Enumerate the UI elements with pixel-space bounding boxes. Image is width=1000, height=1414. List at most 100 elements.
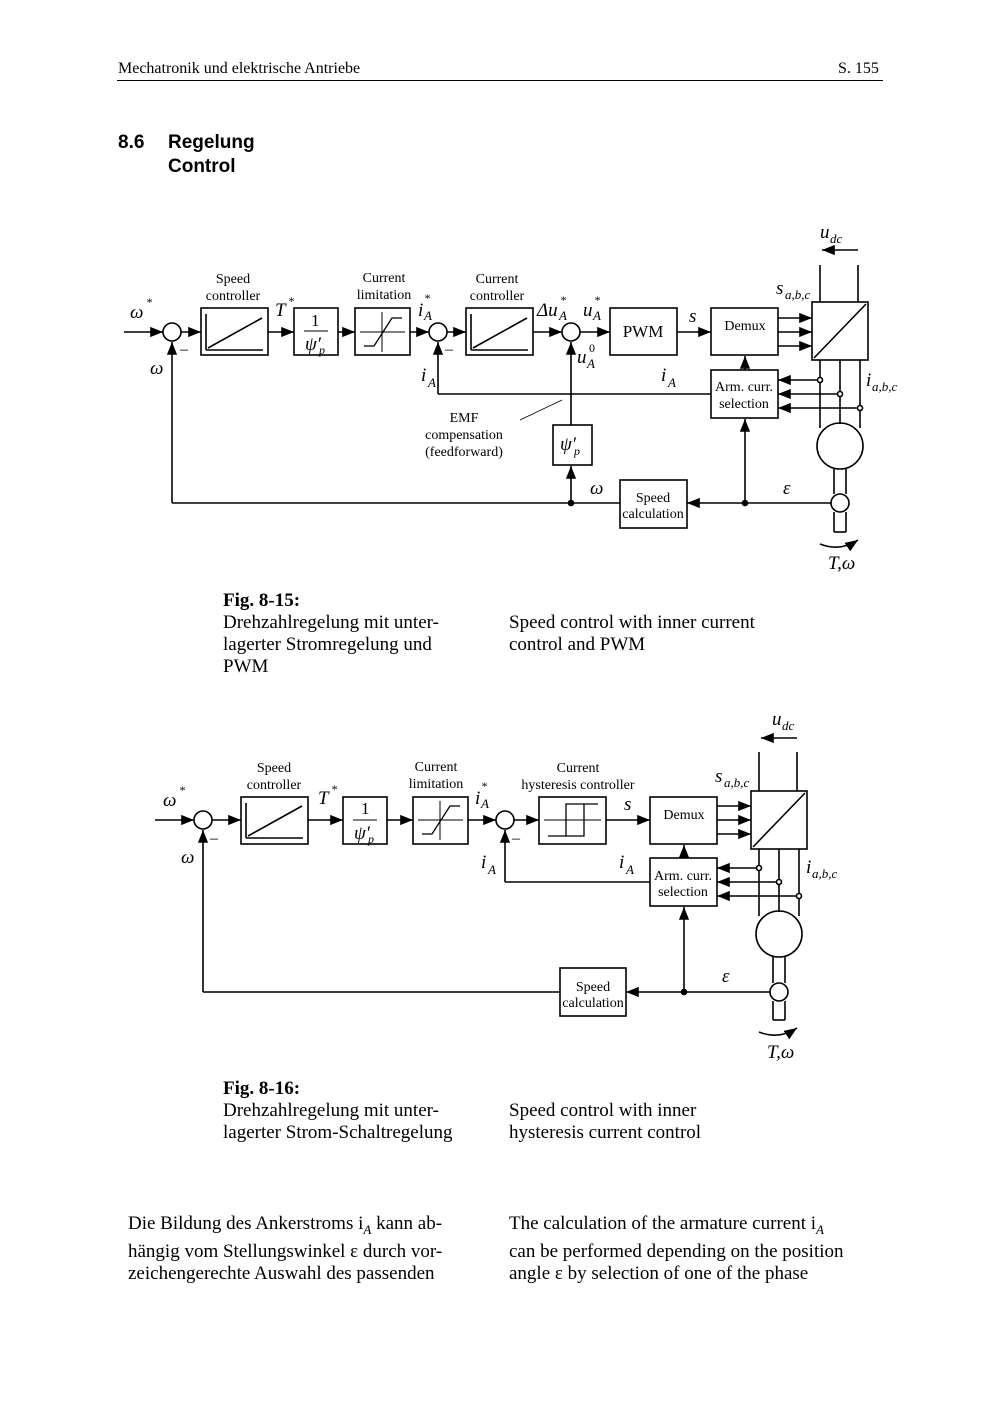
svg-text:*: * <box>481 779 487 793</box>
paragraph-en: The calculation of the armature current … <box>509 1213 871 1285</box>
svg-text:T: T <box>318 788 330 809</box>
svg-text:i: i <box>661 365 666 386</box>
svg-text:p: p <box>573 444 580 458</box>
speed-controller-label-2-2: controller <box>247 778 302 793</box>
current-limitation-label-2-1: Current <box>415 760 458 775</box>
svg-text:Δu: Δu <box>536 300 558 321</box>
svg-text:i: i <box>421 365 426 386</box>
svg-text:T,ω: T,ω <box>828 553 855 574</box>
motor-symbol <box>816 422 864 470</box>
header-rule <box>117 80 883 81</box>
paragraph-en-line-2: can be performed depending on the positi… <box>509 1240 844 1262</box>
svg-text:A: A <box>625 862 634 877</box>
svg-text:a,b,c: a,b,c <box>785 287 811 302</box>
svg-text:*: * <box>146 295 152 309</box>
arm-curr-label-2-2: selection <box>658 885 708 900</box>
svg-text:ω: ω <box>590 478 603 499</box>
svg-text:–: – <box>511 830 521 847</box>
svg-text:ω: ω <box>130 302 143 323</box>
paragraph-de: Die Bildung des Ankerstroms iA kann ab- … <box>128 1213 490 1285</box>
speed-controller-label-2-1: Speed <box>257 761 291 776</box>
svg-text:–: – <box>444 341 454 358</box>
paragraph-en-line-3: angle ε by selection of one of the phase <box>509 1262 809 1284</box>
svg-text:ψ′: ψ′ <box>305 334 322 355</box>
svg-text:dc: dc <box>782 718 795 733</box>
svg-text:i: i <box>481 852 486 873</box>
svg-text:s: s <box>776 278 783 299</box>
speed-calc-label-2: calculation <box>622 507 683 522</box>
sum-node-current-2 <box>495 810 515 830</box>
svg-text:p: p <box>367 832 374 846</box>
fig16-caption-de-2: lagerter Strom-Schaltregelung <box>223 1122 453 1143</box>
svg-text:1: 1 <box>361 799 370 818</box>
current-limitation-label-2: limitation <box>357 288 411 303</box>
section-title-en: Control <box>168 156 236 177</box>
svg-text:ψ′: ψ′ <box>354 823 371 844</box>
fig-8-16-block-diagram: Speed controller Current limitation Curr… <box>155 709 838 1063</box>
svg-text:A: A <box>586 356 595 371</box>
fig16-caption-en-2: hysteresis current control <box>509 1122 702 1143</box>
current-controller-block <box>465 307 534 356</box>
paragraph-de-line-1: Die Bildung des Ankerstroms iA kann ab- <box>128 1213 443 1237</box>
current-limitation-label-1: Current <box>363 271 406 286</box>
svg-text:A: A <box>423 308 432 323</box>
running-header-title: Mechatronik und elektrische Antriebe <box>118 60 361 77</box>
speed-calc-label-2-1: Speed <box>576 980 610 995</box>
svg-text:*: * <box>288 294 294 308</box>
page-number: S. 155 <box>838 60 879 77</box>
speed-calc-label-1: Speed <box>636 491 670 506</box>
svg-text:i: i <box>418 300 423 321</box>
fig16-caption-label: Fig. 8-16: <box>223 1078 301 1099</box>
fig15-caption-en-1: Speed control with inner current <box>509 612 755 633</box>
hysteresis-label-1: Current <box>557 761 600 776</box>
svg-text:i: i <box>619 852 624 873</box>
svg-text:s: s <box>624 794 631 815</box>
fig15-caption-de-3: PWM <box>223 656 269 677</box>
svg-text:*: * <box>424 291 430 305</box>
arm-curr-label-2: selection <box>719 397 769 412</box>
svg-text:0: 0 <box>589 341 595 355</box>
svg-text:–: – <box>179 341 189 358</box>
svg-text:A: A <box>592 308 601 323</box>
sum-node-speed-2 <box>193 810 213 830</box>
emf-label-1: EMF <box>450 411 479 426</box>
sum-node-current <box>428 322 448 342</box>
section-number: 8.6 <box>118 132 145 153</box>
paragraph-de-line-3: zeichengerechte Auswahl des passenden <box>128 1262 435 1284</box>
fig-8-15-block-diagram: Speed controller Current limitation Curr… <box>124 222 898 574</box>
svg-text:i: i <box>866 370 871 391</box>
svg-text:*: * <box>331 782 337 796</box>
svg-text:A: A <box>487 862 496 877</box>
sum-node-speed <box>162 322 182 342</box>
svg-text:u: u <box>820 222 830 243</box>
svg-text:ε: ε <box>783 478 791 499</box>
fig15-caption-label: Fig. 8-15: <box>223 590 301 611</box>
svg-text:1: 1 <box>311 311 320 330</box>
svg-text:A: A <box>480 796 489 811</box>
svg-text:*: * <box>594 293 600 307</box>
svg-text:T: T <box>275 300 287 321</box>
encoder-symbol-2 <box>769 982 789 1002</box>
svg-text:a,b,c: a,b,c <box>872 379 898 394</box>
speed-controller-block <box>200 307 269 356</box>
svg-text:u: u <box>583 300 593 321</box>
svg-text:ω: ω <box>163 790 176 811</box>
svg-text:s: s <box>689 306 696 327</box>
fig15-caption-de-2: lagerter Stromregelung und <box>223 634 432 655</box>
svg-text:A: A <box>558 308 567 323</box>
demux-label: Demux <box>724 319 765 334</box>
svg-text:s: s <box>715 766 722 787</box>
svg-text:–: – <box>209 830 219 847</box>
current-limitation-label-2-2: limitation <box>409 777 463 792</box>
speed-calculation-block <box>619 479 688 529</box>
svg-text:a,b,c: a,b,c <box>812 866 838 881</box>
svg-text:A: A <box>427 375 436 390</box>
emf-label-3: (feedforward) <box>425 445 503 460</box>
speed-calc-label-2-2: calculation <box>562 996 623 1011</box>
svg-text:p: p <box>318 343 325 357</box>
arm-curr-label-1: Arm. curr. <box>715 380 773 395</box>
svg-text:A: A <box>667 375 676 390</box>
svg-text:ω: ω <box>181 847 194 868</box>
